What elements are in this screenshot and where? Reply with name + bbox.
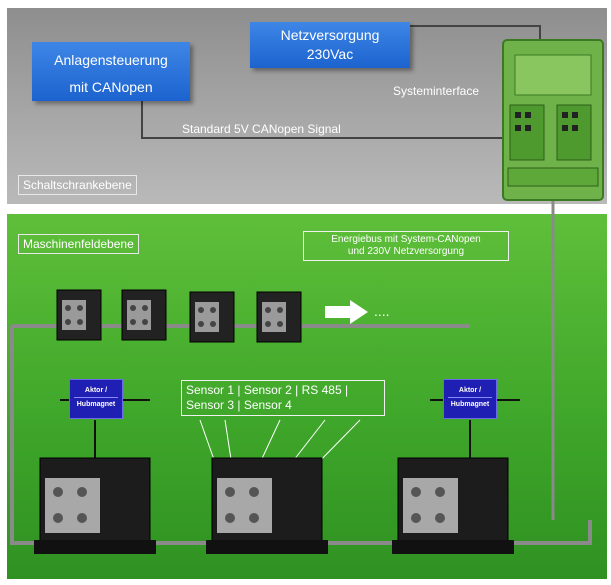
bus-module-1: [56, 289, 102, 341]
continuation-dots: ....: [374, 303, 390, 319]
aktor-hubmagnet-right: Aktor / Hubmagnet: [443, 379, 497, 419]
netzversorgung-line2: 230Vac: [306, 46, 354, 62]
bus-module-3: [189, 291, 235, 343]
maschinenfeldebene-label: Maschinenfeldebene: [18, 234, 139, 254]
continuation-arrow: [325, 300, 368, 324]
aktor-left-line1: Aktor /: [84, 387, 108, 394]
anlagensteuerung-line2: mit CANopen: [69, 79, 153, 95]
netzversorgung-box: Netzversorgung 230Vac: [250, 22, 410, 68]
bus-module-2: [121, 289, 167, 341]
sensor-line1: Sensor 1 | Sensor 2 | RS 485 |: [186, 383, 349, 397]
energiebus-line2: und 230V Netzversorgung: [347, 246, 465, 257]
aktor-right-line2: Hubmagnet: [450, 401, 490, 408]
schaltschrankebene-label: Schaltschrankebene: [18, 175, 137, 195]
canopen-signal-line: [141, 100, 520, 139]
field-controller-left: [34, 457, 156, 554]
aktor-left-line2: Hubmagnet: [76, 401, 116, 408]
aktor-right-line1: Aktor /: [458, 387, 482, 394]
sensor-interfaces-box: Sensor 1 | Sensor 2 | RS 485 | Sensor 3 …: [181, 380, 385, 416]
aktor-hubmagnet-left: Aktor / Hubmagnet: [69, 379, 123, 419]
energiebus-line1: Energiebus mit System-CANopen: [331, 234, 481, 245]
anlagensteuerung-line1: Anlagensteuerung: [54, 52, 168, 68]
field-controller-right: [392, 457, 514, 554]
systeminterface-label: Systeminterface: [393, 84, 480, 98]
energiebus-note: Energiebus mit System-CANopen und 230V N…: [303, 231, 509, 261]
netzversorgung-line1: Netzversorgung: [280, 27, 380, 43]
field-controller-center: [206, 457, 328, 554]
system-interface-module: [502, 39, 604, 201]
canopen-signal-label: Standard 5V CANopen Signal: [182, 122, 341, 136]
anlagensteuerung-box: Anlagensteuerung mit CANopen: [32, 42, 190, 101]
bus-module-4: [256, 291, 302, 343]
sensor-line2: Sensor 3 | Sensor 4: [186, 398, 292, 412]
